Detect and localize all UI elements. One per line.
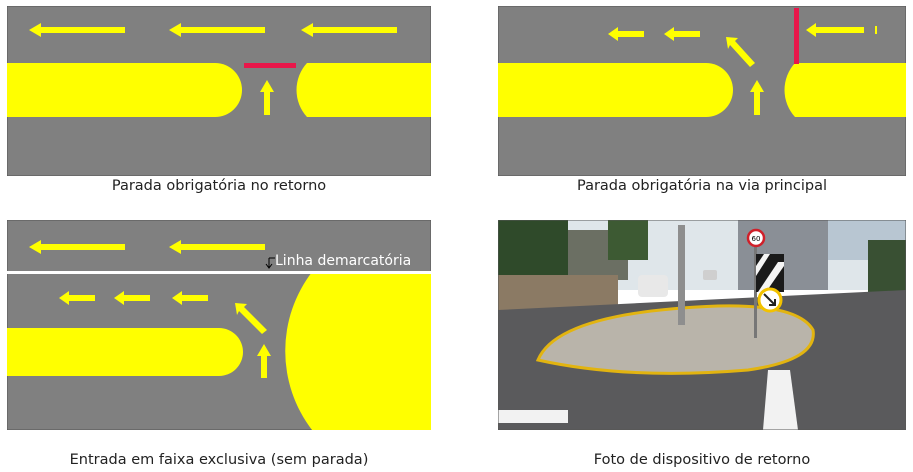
stop-line bbox=[794, 8, 799, 64]
trees-left bbox=[498, 220, 568, 278]
arrow-diagonal bbox=[235, 303, 267, 334]
car bbox=[638, 275, 668, 297]
photo-panel-return-device: 60 bbox=[498, 220, 906, 430]
annotation-pointer bbox=[265, 258, 273, 269]
median-right bbox=[285, 272, 431, 430]
arrow-up bbox=[257, 344, 271, 378]
pole-sign bbox=[754, 238, 757, 338]
arrows-leftward bbox=[29, 240, 265, 305]
median-left bbox=[498, 63, 733, 117]
diagram-exclusive-lane: Linha demarcatória bbox=[7, 220, 431, 430]
arrow-up bbox=[750, 80, 764, 115]
caption-panel-2: Parada obrigatória na via principal bbox=[576, 178, 827, 194]
arrow-up bbox=[260, 80, 274, 115]
arrow-left-short-2 bbox=[114, 291, 150, 305]
arrow-left-1 bbox=[29, 240, 125, 254]
wall-left bbox=[498, 275, 618, 310]
trees-mid bbox=[608, 220, 648, 260]
pole-center bbox=[678, 225, 685, 325]
arrow-left-2 bbox=[169, 23, 265, 37]
trees-right bbox=[868, 240, 906, 295]
arrow-left-long bbox=[806, 23, 864, 37]
diagram-panel-exclusive-lane: Linha demarcatória bbox=[7, 220, 431, 430]
arrow-left-short-1 bbox=[59, 291, 95, 305]
car-far bbox=[703, 270, 717, 280]
diagram-stop-at-return bbox=[7, 6, 431, 176]
annotation-label: Linha demarcatória bbox=[275, 253, 411, 269]
arrow-tail-mark bbox=[875, 26, 877, 34]
arrow-left-2 bbox=[169, 240, 265, 254]
speed-limit-sign bbox=[746, 228, 766, 248]
diagram-stop-on-main-road bbox=[498, 6, 906, 176]
arrow-left-1 bbox=[29, 23, 125, 37]
arrow-left-short-2 bbox=[664, 27, 700, 41]
keep-right-arrow-icon bbox=[763, 293, 776, 306]
median-right bbox=[784, 63, 906, 117]
hazard-stripe-1 bbox=[756, 254, 770, 276]
stop-line bbox=[244, 63, 296, 68]
arrows-leftward bbox=[608, 23, 877, 41]
traffic-island bbox=[535, 304, 815, 375]
arrow-left-short-3 bbox=[172, 291, 208, 305]
arrow-left-short-1 bbox=[608, 27, 644, 41]
photo-return-device: 60 bbox=[498, 220, 906, 430]
median-left bbox=[7, 328, 243, 376]
speed-limit-text: 60 bbox=[752, 235, 761, 243]
arrows-leftward bbox=[29, 23, 397, 37]
road-marking-left bbox=[498, 410, 568, 423]
caption-panel-1: Parada obrigatória no retorno bbox=[111, 178, 327, 194]
divider-line bbox=[7, 271, 431, 274]
median-right bbox=[296, 63, 431, 117]
arrow-diagonal bbox=[726, 37, 755, 67]
median-left bbox=[7, 63, 242, 117]
arrow-left-3 bbox=[301, 23, 397, 37]
caption-panel-4: Foto de dispositivo de retorno bbox=[593, 452, 811, 468]
diagram-panel-stop-on-main-road bbox=[498, 6, 906, 176]
road-marking-white bbox=[763, 370, 798, 430]
diagram-panel-stop-at-return bbox=[7, 6, 431, 176]
hazard-stripe-2 bbox=[758, 262, 784, 292]
caption-panel-3: Entrada em faixa exclusiva (sem parada) bbox=[69, 452, 369, 468]
